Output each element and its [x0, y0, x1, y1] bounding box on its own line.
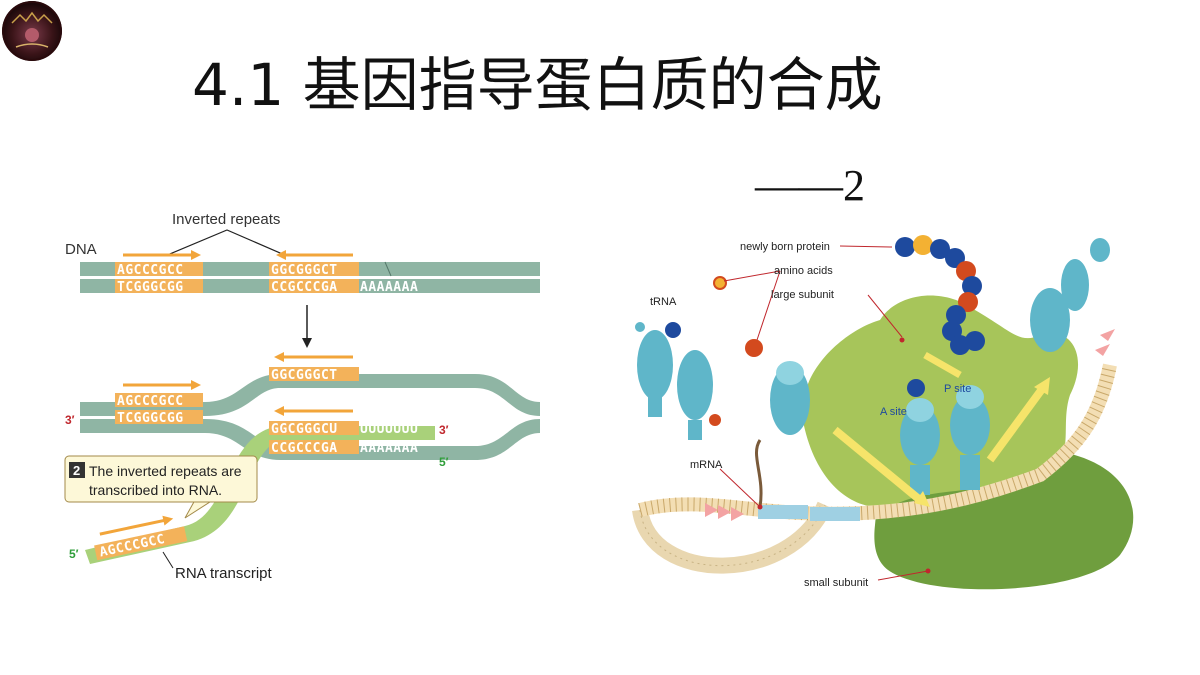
inverted-repeats-label: Inverted repeats — [172, 211, 280, 228]
trna-exiting — [1030, 238, 1110, 352]
seq-bubble-top: GGCGGGCT — [271, 368, 338, 383]
seq-bottom-left: TCGGGCGG — [117, 280, 184, 295]
trna-a-site — [900, 398, 940, 495]
trna-left — [635, 322, 721, 440]
seq-bottom-right: CCGCCCGA — [271, 280, 338, 295]
seq-template-bottom: CCGCCCGA — [271, 441, 338, 456]
amino-acid — [745, 339, 763, 357]
ribosome-translation-diagram: newly born protein amino acids large sub… — [632, 235, 1134, 590]
seq-a-tail-bottom: AAAAAAA — [360, 441, 418, 456]
three-prime-rna: 3′ — [439, 423, 449, 437]
newly-born-protein-chain — [895, 235, 985, 397]
dna-label: DNA — [65, 241, 97, 258]
label-mrna: mRNA — [690, 459, 723, 471]
seq-top-left: AGCCCGCC — [117, 263, 184, 278]
step-text-line2: transcribed into RNA. — [89, 482, 222, 498]
large-subunit — [802, 295, 1079, 508]
step-text-line1: The inverted repeats are — [89, 463, 242, 479]
step-number: 2 — [73, 463, 80, 478]
logo-graphic — [2, 1, 62, 61]
step-callout — [64, 455, 258, 503]
rna-u-tail: UUUUUUU — [360, 422, 418, 437]
mrna-strand — [638, 363, 1117, 521]
five-prime-rna: 5′ — [69, 547, 79, 561]
logo — [2, 1, 62, 61]
slide-title: 4.1 基因指导蛋白质的合成 — [192, 51, 883, 119]
rna-5prime-seq: AGCCCGCC — [98, 532, 166, 561]
seq-lower-bottom-left: TCGGGCGG — [117, 411, 184, 426]
label-large-subunit: large subunit — [771, 289, 834, 301]
seq-lower-top-left: AGCCCGCC — [117, 394, 184, 409]
label-p-site: P site — [944, 383, 971, 395]
step-number-badge — [69, 462, 85, 478]
label-trna: tRNA — [650, 296, 677, 308]
rna-transcript-label: RNA transcript — [175, 565, 273, 582]
label-amino-acids: amino acids — [774, 265, 833, 277]
seq-top-right: GGCGGGCT — [271, 263, 338, 278]
rna-hairpin-seq: GGCGGGCU — [271, 422, 338, 437]
three-prime-left: 3′ — [65, 413, 75, 427]
label-newly-born-protein: newly born protein — [740, 241, 830, 253]
trna-p-site — [950, 385, 990, 490]
dna-bubble-bottom-strand — [80, 419, 540, 460]
slide-subtitle: ——2 — [755, 161, 865, 210]
transcription-terminator-diagram: DNA Inverted repeats AGCCCGCC TCGGGCGG G… — [64, 211, 540, 582]
label-a-site: A site — [880, 406, 907, 418]
seq-a-tail-top: AAAAAAA — [360, 280, 418, 295]
trna-incoming — [770, 361, 810, 435]
amino-acid — [713, 276, 727, 290]
five-prime-dna: 5′ — [439, 455, 449, 469]
inverted-repeats-bracket — [164, 229, 288, 257]
label-small-subunit: small subunit — [804, 577, 868, 589]
